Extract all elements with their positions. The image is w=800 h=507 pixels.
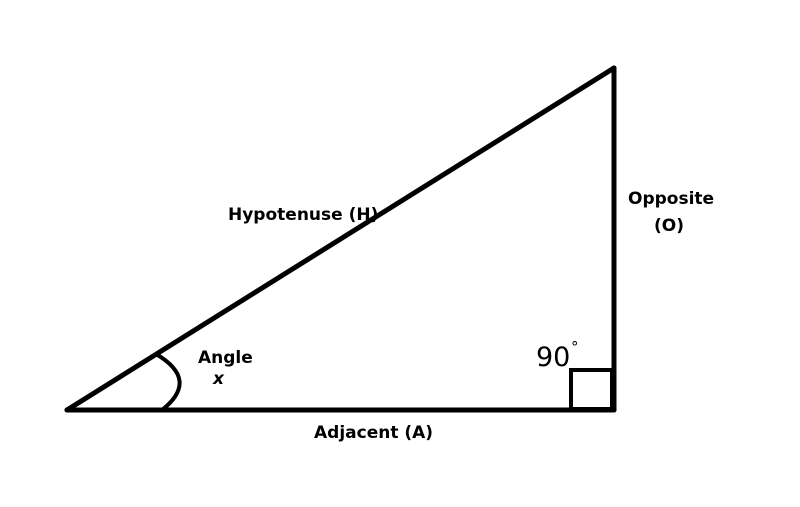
angle-label: Angle	[198, 348, 253, 368]
hypotenuse-side	[64, 65, 617, 413]
adjacent-label: Adjacent (A)	[314, 423, 433, 443]
angle-variable-label: x	[212, 369, 225, 389]
degree-symbol: °	[571, 338, 579, 356]
hypotenuse-label: Hypotenuse (H)	[228, 205, 378, 225]
right-angle-marker	[569, 368, 614, 411]
angle-x-arc	[154, 352, 182, 412]
opposite-label-line1: Opposite	[628, 189, 714, 209]
right-angle-value-label: 90	[536, 342, 570, 373]
opposite-label-line2: (O)	[654, 216, 684, 236]
